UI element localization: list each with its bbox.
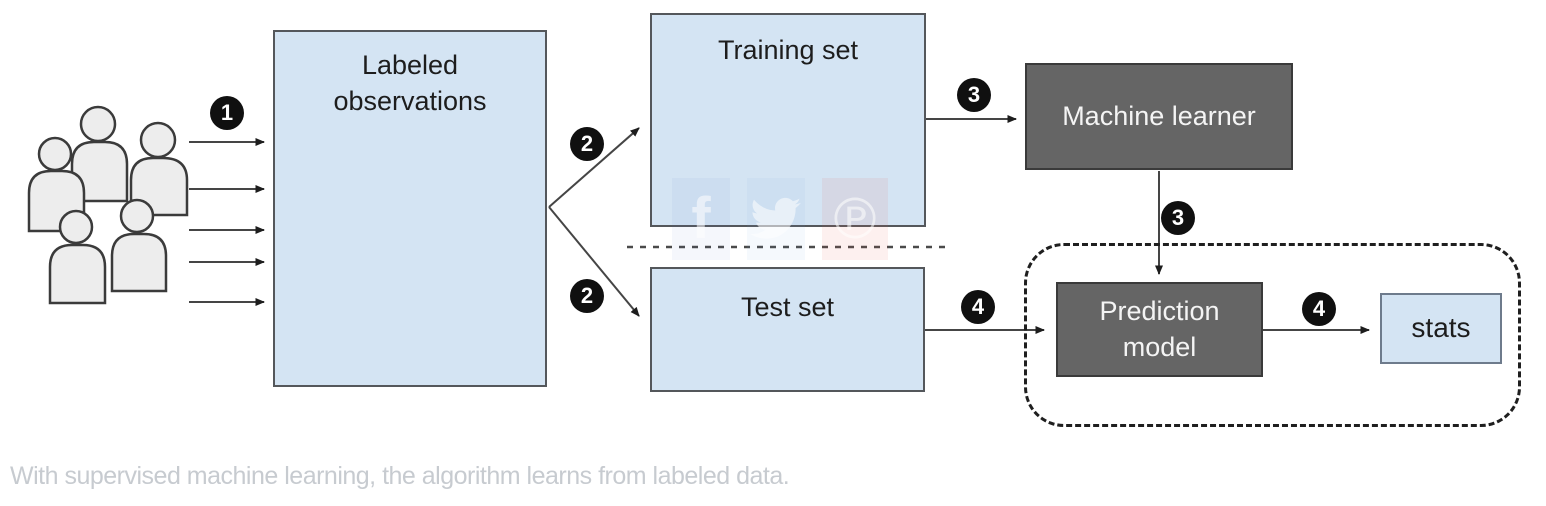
step-badge-2-training: 2 — [570, 127, 604, 161]
node-prediction-model: Prediction model — [1056, 282, 1263, 377]
node-machine-learner: Machine learner — [1025, 63, 1293, 170]
step-badge-3-learner: 3 — [957, 78, 991, 112]
node-label: stats — [1411, 312, 1471, 344]
node-stats: stats — [1380, 293, 1502, 364]
node-training-set: Training set — [650, 13, 926, 227]
node-label: Labeled observations — [333, 50, 487, 116]
step-badge-1: 1 — [210, 96, 244, 130]
node-test-set: Test set — [650, 267, 925, 392]
step-badge-4-stats: 4 — [1302, 292, 1336, 326]
node-label: Prediction model — [1099, 295, 1220, 362]
step-badge-2-test: 2 — [570, 279, 604, 313]
node-label: Test set — [740, 292, 835, 322]
node-label: Machine learner — [1062, 100, 1256, 131]
evaluation-dashed-container — [1024, 243, 1521, 427]
step-badge-4-test: 4 — [961, 290, 995, 324]
node-labeled-observations: Labeled observations — [273, 30, 547, 387]
step-badge-3-model: 3 — [1161, 201, 1195, 235]
node-label: Training set — [717, 35, 859, 65]
users-group-icon — [27, 105, 189, 305]
caption-text: With supervised machine learning, the al… — [10, 462, 790, 490]
arrows-people-to-labeled-observations — [189, 138, 265, 306]
arrows-split-to-train-test — [548, 127, 640, 317]
